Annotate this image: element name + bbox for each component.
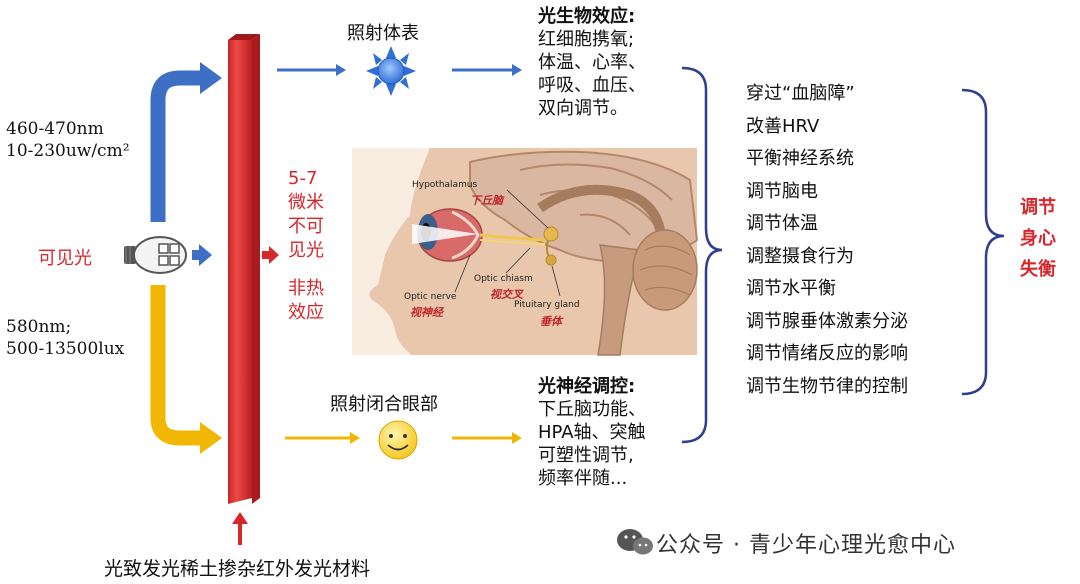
smiley-face-icon — [378, 420, 418, 460]
list-item: 穿过“血脑障” — [746, 83, 855, 104]
top-branch-effect: 光生物效应: 红细胞携氧; 体温、心率、 呼吸、血压、 双向调节。 — [538, 6, 646, 119]
infrared-material-bar — [228, 34, 260, 504]
yellow-wavelength: 580nm; — [6, 317, 72, 337]
list-item: 改善HRV — [746, 115, 820, 137]
right-brace — [961, 88, 1005, 396]
optic-chiasm-label: Optic chiasm — [474, 274, 533, 284]
top-branch-label: 照射体表 — [347, 23, 419, 44]
hypothalamus-label: Hypothalamus — [412, 180, 478, 190]
material-caption: 光致发光稀土掺杂红外发光材料 — [104, 558, 371, 580]
sun-icon — [366, 46, 416, 96]
infrared-description: 5-7 微米 不可 见光 非热 效应 — [288, 168, 324, 323]
pituitary-cn-label: 垂体 — [540, 315, 562, 328]
list-item: 调节腺垂体激素分泌 — [746, 310, 908, 332]
bottom-branch-label: 照射闭合眼部 — [330, 394, 438, 415]
list-item: 调整摄食行为 — [746, 245, 854, 267]
blue-irradiance: 10-230uw/cm² — [6, 141, 130, 161]
left-brace — [681, 66, 723, 444]
optic-nerve-label: Optic nerve — [404, 292, 457, 302]
blue-spectrum-label: 460-470nm 10-230uw/cm² — [6, 118, 130, 162]
conclusion-text: 调节 身心 失衡 — [1020, 197, 1056, 280]
yellow-illuminance: 500-13500lux — [6, 339, 125, 359]
effects-list: 穿过“血脑障” 改善HRV 平衡神经系统 调节脑电 调节体温 调整摄食行为 调节… — [746, 78, 908, 403]
optic-chiasm-cn-label: 视交叉 — [490, 288, 523, 301]
light-bulb-icon — [124, 236, 187, 274]
list-item: 平衡神经系统 — [746, 148, 854, 169]
list-item: 调节脑电 — [746, 180, 818, 202]
list-item: 调节情绪反应的影响 — [746, 343, 908, 364]
watermark-text: 公众号 · 青少年心理光愈中心 — [656, 533, 956, 558]
yellow-light-arrow — [150, 285, 222, 454]
top-branch-heading: 光生物效应: — [538, 6, 636, 27]
yellow-spectrum-label: 580nm; 500-13500lux — [6, 316, 124, 360]
bottom-branch-effect: 光神经调控: 下丘脑功能、 HPA轴、突触 可塑性调节, 频率伴随... — [538, 376, 646, 489]
visible-light-arrow — [192, 244, 212, 266]
visible-light-label: 可见光 — [38, 248, 92, 269]
wechat-icon — [617, 529, 653, 555]
list-item: 调节水平衡 — [746, 278, 836, 299]
bottom-arrow-2 — [452, 432, 522, 444]
bottom-arrow-1 — [285, 432, 360, 444]
material-up-arrow — [232, 512, 248, 545]
infrared-arrow — [262, 246, 279, 264]
optic-nerve-cn-label: 视神经 — [410, 306, 443, 319]
top-arrow-2 — [452, 64, 522, 76]
brain-eye-illustration — [352, 148, 699, 356]
hypothalamus-cn-label: 下丘脑 — [470, 194, 503, 207]
pituitary-label: Pituitary gland — [514, 300, 580, 310]
blue-wavelength: 460-470nm — [6, 119, 104, 139]
list-item: 调节生物节律的控制 — [746, 375, 908, 397]
bottom-branch-heading: 光神经调控: — [538, 376, 636, 397]
list-item: 调节体温 — [746, 213, 818, 234]
top-arrow-1 — [277, 64, 346, 76]
blue-light-arrow — [150, 62, 222, 222]
